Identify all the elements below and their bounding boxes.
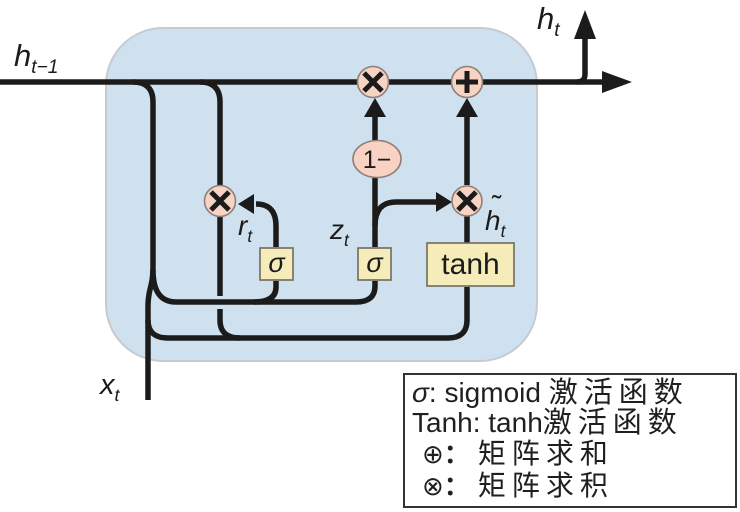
gate-input-line <box>150 269 378 305</box>
candidate-input-line <box>145 287 470 341</box>
output-up-line <box>576 37 588 85</box>
h-out-label: ht <box>537 1 560 40</box>
legend-row-sigmoid: σ: sigmoid 激活函数 <box>412 377 735 409</box>
legend-cjk-text: 激活函数 <box>542 407 683 439</box>
sigma-symbol: σ <box>412 377 429 408</box>
h-prev-branch1-line <box>132 79 156 400</box>
tanh-box <box>426 242 515 287</box>
update-gate-label: zt <box>330 214 349 249</box>
one-minus-node <box>352 139 402 179</box>
z-branch-line <box>372 199 436 227</box>
reset-gate-base: r <box>238 210 248 241</box>
candidate-base: h <box>485 205 501 236</box>
reset-gate-label: rt <box>238 210 252 245</box>
legend-row-add: ⊕：矩阵求和 <box>412 438 735 470</box>
legend-row-multiply: ⊗：矩阵求积 <box>412 470 735 502</box>
gate-boxes <box>259 242 515 287</box>
multiply-candidate-node <box>451 185 483 217</box>
h-out-base: h <box>537 1 555 36</box>
sigma-z-box <box>357 247 392 281</box>
legend-text: : sigmoid <box>428 377 549 408</box>
multiply-icon <box>362 71 384 93</box>
arrowheads <box>238 10 632 214</box>
x-input-base: x <box>100 369 115 401</box>
sigma-r-box <box>259 247 294 281</box>
sigma-r-to-multiply-line <box>255 201 279 247</box>
circle-plus-icon: ⊕ <box>422 439 444 469</box>
sigma-r-text: σ <box>268 248 285 278</box>
add-node <box>450 65 484 99</box>
wires <box>0 37 602 400</box>
legend-text: ： <box>443 471 470 501</box>
legend-cjk-text: 矩阵求和 <box>477 439 614 470</box>
output-up-arrow-icon <box>574 10 596 39</box>
legend-box: σ: sigmoid 激活函数 Tanh: tanh激活函数 ⊕：矩阵求和 ⊗：… <box>403 373 737 508</box>
h-prev-label: ht−1 <box>14 38 58 77</box>
tanh-text: tanh <box>441 248 500 281</box>
candidate-sub: t <box>500 220 506 241</box>
plus-icon <box>456 71 478 93</box>
h-prev-sub: t−1 <box>31 57 59 79</box>
x-input-label: xt <box>100 369 120 404</box>
candidate-base-wrap: ˜h <box>485 192 501 236</box>
operator-nodes <box>203 65 484 218</box>
multiply-icon <box>456 190 478 212</box>
legend-cjk-text: 激活函数 <box>548 377 689 409</box>
legend-row-tanh: Tanh: tanh激活函数 <box>412 407 735 439</box>
legend-text: Tanh: tanh <box>412 407 543 438</box>
tilde-mark: ˜ <box>492 190 502 221</box>
multiply-top-node <box>356 65 390 99</box>
output-right-arrow-icon <box>602 71 632 93</box>
update-gate-sub: t <box>344 229 349 250</box>
x-input-sub: t <box>114 384 120 405</box>
legend-text: ： <box>443 439 470 469</box>
multiply-reset-node <box>203 184 237 218</box>
one-minus-arrow-icon <box>364 98 386 117</box>
multiply-icon <box>209 190 231 212</box>
circle-times-icon: ⊗ <box>422 471 444 501</box>
z-branch-arrow-icon <box>436 192 452 212</box>
reset-gate-sub: t <box>247 225 253 246</box>
sigma-r-input-tee <box>253 281 279 305</box>
candidate-label: ˜ht <box>485 192 505 240</box>
h-out-sub: t <box>554 20 560 42</box>
h-prev-base: h <box>14 38 32 73</box>
sigma-z-text: σ <box>366 248 383 278</box>
candidate-arrow-icon <box>456 98 478 117</box>
reset-arrow-icon <box>238 194 254 214</box>
update-gate-base: z <box>330 214 344 245</box>
legend-cjk-text: 矩阵求积 <box>477 471 614 502</box>
h-prev-branch2-line <box>199 79 223 186</box>
one-minus-text: 1− <box>362 146 392 174</box>
